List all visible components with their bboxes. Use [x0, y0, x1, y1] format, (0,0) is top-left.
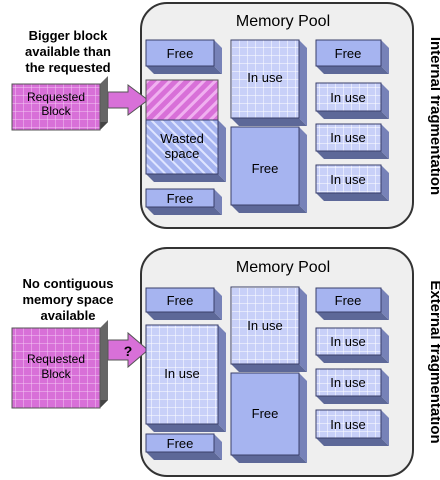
block-in-use: In use [230, 39, 307, 126]
block-label: In use [330, 417, 365, 432]
block-label: In use [330, 90, 365, 105]
caption-line-3: the requested [25, 60, 110, 75]
block-label: In use [247, 318, 282, 333]
block-in-use: In use [145, 324, 226, 432]
block-free: Free [230, 372, 307, 463]
side-label-text: External fragmentation [427, 280, 440, 443]
block-label: Free [252, 161, 279, 176]
block-free: Free [230, 126, 307, 213]
request-arrow: ? [107, 331, 149, 369]
block-wasted-space: Wasted space [145, 119, 226, 182]
caption-line-3: available [41, 308, 96, 323]
block-label: In use [330, 375, 365, 390]
request-arrow [107, 84, 149, 116]
block-allocated [145, 79, 219, 121]
requested-block: Requested Block [11, 320, 108, 409]
block-label: In use [330, 130, 365, 145]
block-free: Free [315, 39, 389, 74]
block-free: Free [145, 39, 222, 74]
block-in-use: In use [315, 368, 389, 404]
caption-line-1: No contiguous [23, 276, 114, 291]
block-label: In use [247, 70, 282, 85]
side-label-text: Internal fragmentation [427, 37, 440, 195]
block-label: Free [335, 293, 362, 308]
caption-line-1: Bigger block [29, 28, 109, 43]
wasted-space-label-1: Wasted [160, 131, 204, 146]
caption: No contiguous memory space available [22, 276, 113, 323]
internal-fragmentation-panel: Memory Pool Internal fragmentation Bigge… [11, 2, 440, 229]
block-free: Free [315, 287, 389, 320]
requested-block-label-1: Requested [27, 90, 85, 104]
memory-pool-title: Memory Pool [236, 13, 330, 30]
block-in-use: In use [315, 409, 389, 446]
caption: Bigger block available than the requeste… [25, 28, 111, 75]
requested-block-label-2: Block [41, 104, 71, 118]
block-in-use: In use [315, 123, 389, 159]
external-fragmentation-panel: Memory Pool External fragmentation No co… [11, 247, 440, 477]
block-free: Free [145, 433, 222, 460]
block-in-use: In use [230, 286, 307, 372]
caption-line-2: memory space [22, 292, 113, 307]
block-in-use: In use [315, 164, 389, 201]
question-mark: ? [124, 343, 133, 359]
block-label: In use [330, 172, 365, 187]
requested-block: Requested Block [11, 76, 108, 131]
side-label: Internal fragmentation [427, 37, 440, 195]
block-label: In use [330, 334, 365, 349]
block-label: Free [167, 293, 194, 308]
block-label: Free [252, 406, 279, 421]
requested-block-label-1: Requested [27, 352, 85, 366]
block-free: Free [145, 188, 222, 215]
memory-pool-title: Memory Pool [236, 259, 330, 276]
block-label: In use [164, 366, 199, 381]
block-label: Free [167, 46, 194, 61]
side-label: External fragmentation [427, 280, 440, 443]
block-free: Free [145, 287, 222, 320]
requested-block-label-2: Block [41, 367, 71, 381]
block-in-use: In use [315, 82, 389, 119]
block-in-use: In use [315, 327, 389, 363]
block-label: Free [335, 46, 362, 61]
caption-line-2: available than [25, 44, 111, 59]
wasted-space-label-2: space [165, 146, 200, 161]
block-label: Free [167, 191, 194, 206]
block-label: Free [167, 436, 194, 451]
